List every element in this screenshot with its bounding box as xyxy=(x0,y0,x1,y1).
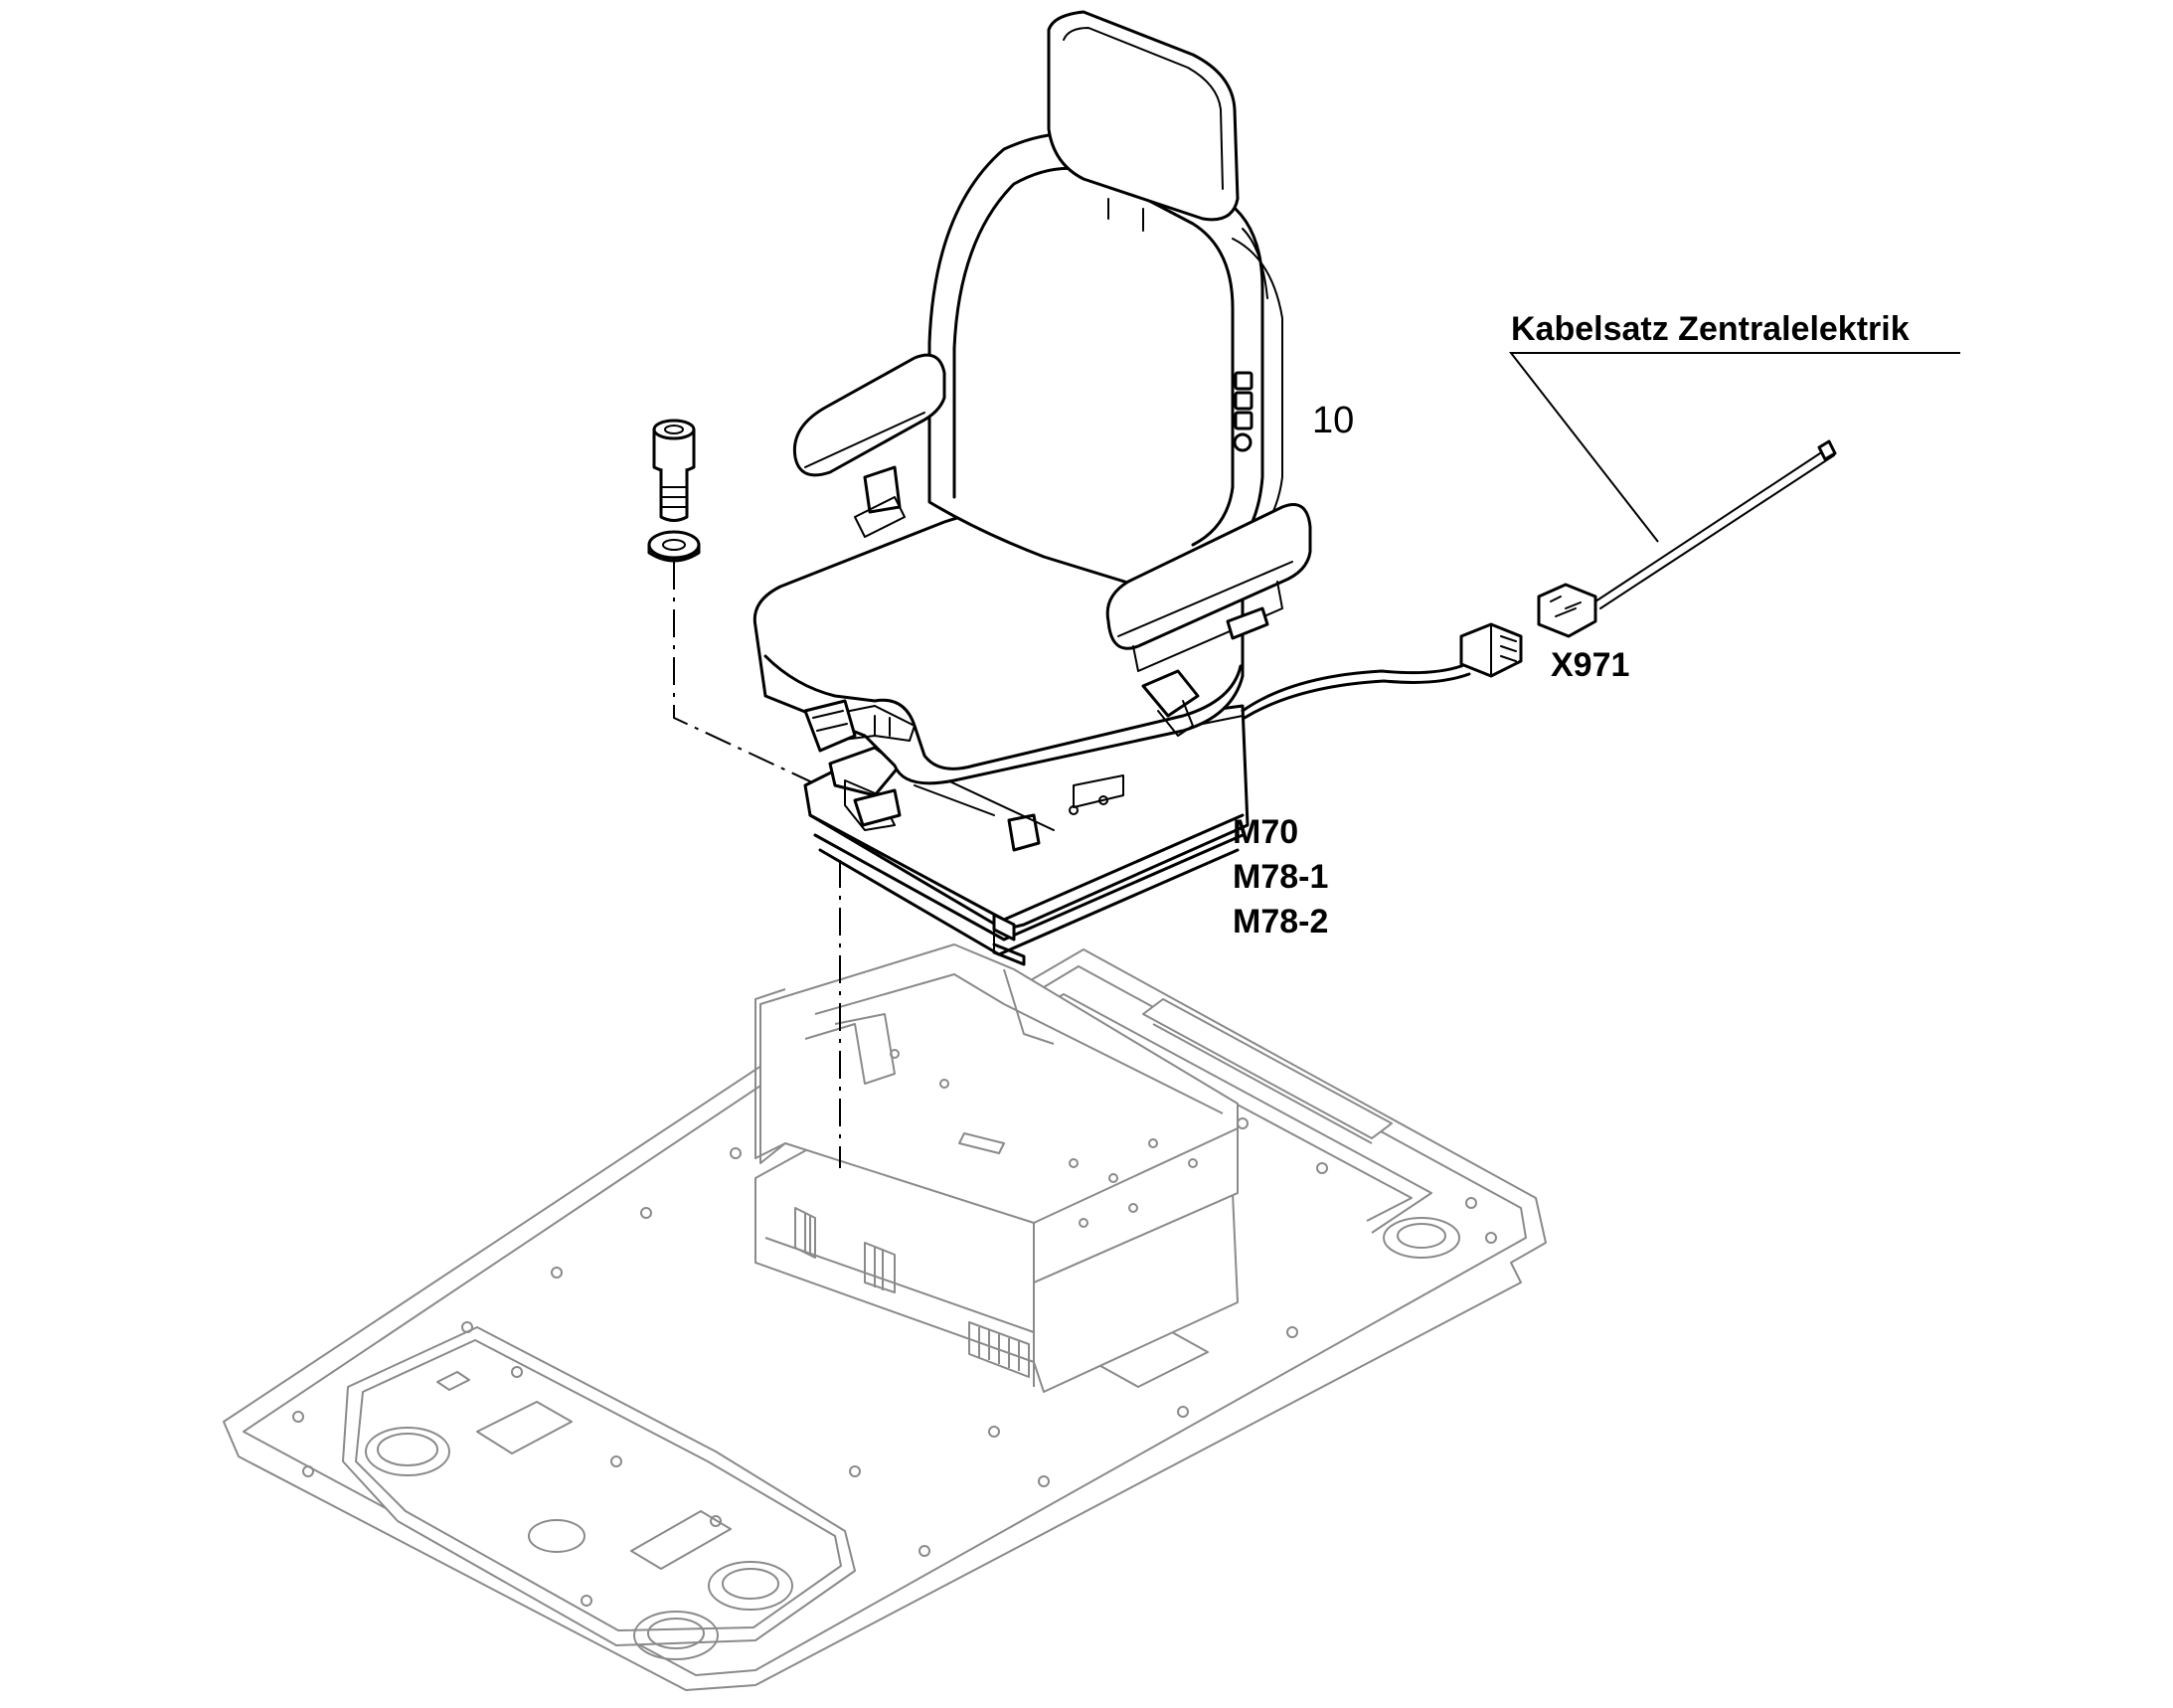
motor-label-m78-2: M78-2 xyxy=(1233,903,1328,940)
cable-harness-label: Kabelsatz Zentralelektrik xyxy=(1511,310,1910,348)
seat-console-icon xyxy=(754,943,1393,1393)
cable-harness xyxy=(1241,439,1837,720)
seat-icon xyxy=(752,10,1312,966)
item-number-label: 10 xyxy=(1312,400,1354,441)
washer-icon xyxy=(647,530,701,563)
bolt-icon xyxy=(652,419,696,522)
connector-label: X971 xyxy=(1551,646,1629,684)
leader-lines xyxy=(1508,352,1960,543)
assembly-line xyxy=(673,562,841,1168)
motor-label-m78-1: M78-1 xyxy=(1233,858,1328,896)
motor-label-m70: M70 xyxy=(1233,813,1298,851)
